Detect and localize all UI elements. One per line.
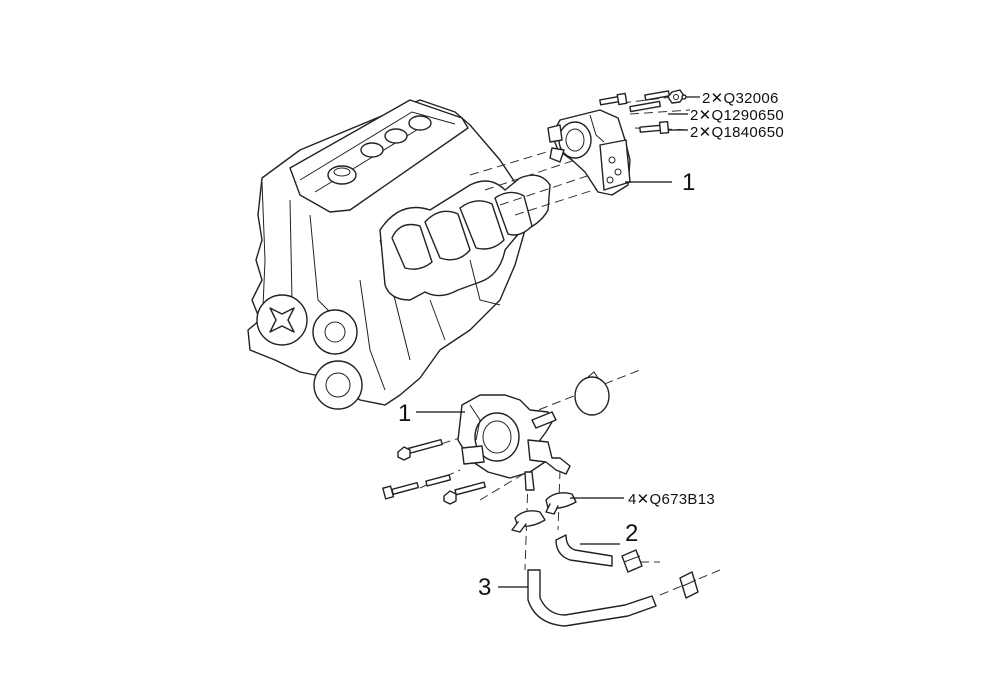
hose-lower xyxy=(527,569,657,627)
assembly-axis xyxy=(469,147,561,176)
callout-fastener-3: 2✕Q1840650 xyxy=(690,124,784,141)
bolt xyxy=(599,92,628,106)
callout-clamp: 4✕Q673B13 xyxy=(628,491,715,508)
assembly-axis xyxy=(629,109,691,115)
bolt xyxy=(639,120,670,135)
oil-filler-cap xyxy=(327,165,357,185)
callout-hose-lower: 3 xyxy=(478,574,491,601)
idler-pulley xyxy=(312,309,358,355)
bolt xyxy=(443,481,486,505)
leader-dot xyxy=(681,94,687,100)
hose-upper xyxy=(555,534,613,567)
bolt xyxy=(382,482,420,500)
lower-pulley xyxy=(313,360,363,410)
stud xyxy=(425,474,452,487)
callout-item-lower: 1 xyxy=(398,400,411,427)
nut xyxy=(667,89,685,104)
pipe-outlet xyxy=(524,471,535,491)
callout-fastener-1: 2✕Q32006 xyxy=(702,90,779,107)
hose-clamp xyxy=(545,492,577,515)
hose-clamp xyxy=(511,510,546,533)
hose-clamp xyxy=(679,571,699,599)
throttle-body-upper xyxy=(547,109,631,196)
assembly-axis xyxy=(514,187,601,216)
callout-fastener-2: 2✕Q1290650 xyxy=(690,107,784,124)
assembly-axis xyxy=(499,369,641,426)
callout-hose-upper: 2 xyxy=(625,520,638,547)
assembly-axis xyxy=(484,159,576,191)
hose-clamp xyxy=(621,549,643,573)
stud xyxy=(644,90,671,101)
gasket xyxy=(574,371,610,416)
bolt xyxy=(397,438,443,461)
stud xyxy=(629,100,661,113)
callout-item-upper: 1 xyxy=(682,169,695,196)
assembly-axis xyxy=(499,174,591,206)
plug-hole xyxy=(360,142,384,158)
plug-hole xyxy=(384,128,408,144)
plug-hole xyxy=(408,115,432,131)
throttle-body-lower xyxy=(457,394,571,479)
